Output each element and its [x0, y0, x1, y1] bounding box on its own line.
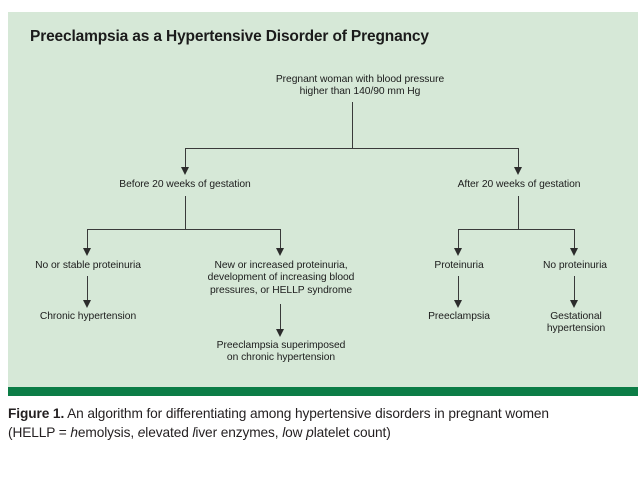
arrowhead-no-proteinuria: [570, 248, 578, 256]
connector-preeclampsia-stem: [458, 276, 460, 302]
flow-node-preeclampsia: Preeclampsia: [428, 311, 490, 322]
connector-main-split-bar: [185, 148, 519, 150]
caption-hellp-l2: l: [282, 425, 286, 440]
arrowhead-no-stable-proteinuria: [83, 248, 91, 256]
flow-node-gestational-hypertension: Gestational hypertension: [546, 311, 606, 335]
connector-right-subsplit-stem: [518, 196, 520, 230]
flow-node-proteinuria: Proteinuria: [434, 260, 484, 271]
connector-chronic-hypertension-stem: [87, 276, 89, 302]
arrowhead-gestational-hypertension: [570, 300, 578, 308]
figure-caption: Figure 1. An algorithm for differentiati…: [8, 404, 638, 442]
caption-hellp-p: p: [306, 425, 314, 440]
caption-hellp-e: e: [137, 425, 146, 440]
flow-node-no-stable-proteinuria: No or stable proteinuria: [35, 260, 141, 271]
arrowhead-proteinuria: [454, 248, 462, 256]
arrowhead-preeclampsia-superimposed: [276, 329, 284, 337]
caption-hellp-iver: iver enzymes,: [195, 425, 283, 440]
caption-hellp-h: h: [70, 425, 78, 440]
flow-node-no-proteinuria: No proteinuria: [543, 260, 607, 271]
connector-right-subsplit-bar: [458, 229, 575, 231]
connector-right-subsplit-right-drop: [574, 229, 576, 251]
arrowhead-before-20-weeks: [181, 167, 189, 175]
connector-preeclampsia-superimposed-stem: [280, 304, 282, 331]
connector-root-stem: [352, 102, 354, 149]
connector-left-subsplit-bar: [87, 229, 281, 231]
section-divider: [8, 387, 638, 396]
connector-left-subsplit-stem: [185, 196, 187, 230]
connector-main-right-drop: [518, 148, 520, 170]
caption-hellp-prefix: (HELLP =: [8, 425, 71, 440]
caption-hellp-ow: ow: [285, 425, 307, 440]
flow-node-new-increased-proteinuria: New or increased proteinuria, developmen…: [207, 260, 355, 296]
flow-node-before-20-weeks: Before 20 weeks of gestation: [119, 179, 251, 190]
caption-hellp-levated: levated: [145, 425, 193, 440]
caption-figure-number: Figure 1.: [8, 406, 65, 421]
flow-node-chronic-hypertension: Chronic hypertension: [39, 311, 137, 322]
connector-right-subsplit-left-drop: [458, 229, 460, 251]
caption-hellp-emolysis: emolysis,: [77, 425, 138, 440]
arrowhead-new-increased-proteinuria: [276, 248, 284, 256]
caption-hellp-latelet: latelet count): [313, 425, 391, 440]
connector-gestational-hypertension-stem: [574, 276, 576, 302]
caption-hellp-l: l: [192, 425, 196, 440]
flow-node-root: Pregnant woman with blood pressure highe…: [275, 74, 445, 98]
connector-left-subsplit-left-drop: [87, 229, 89, 251]
flowchart-canvas: Pregnant woman with blood pressure highe…: [8, 12, 638, 387]
flow-node-preeclampsia-superimposed: Preeclampsia superimposed on chronic hyp…: [216, 340, 346, 364]
arrowhead-after-20-weeks: [514, 167, 522, 175]
caption-line-1: An algorithm for differentiating among h…: [64, 406, 549, 421]
arrowhead-chronic-hypertension: [83, 300, 91, 308]
figure-title: Preeclampsia as a Hypertensive Disorder …: [30, 28, 429, 45]
flow-node-after-20-weeks: After 20 weeks of gestation: [457, 179, 581, 190]
connector-left-subsplit-right-drop: [280, 229, 282, 251]
arrowhead-preeclampsia: [454, 300, 462, 308]
connector-main-left-drop: [185, 148, 187, 170]
figure-panel: Preeclampsia as a Hypertensive Disorder …: [8, 12, 638, 387]
